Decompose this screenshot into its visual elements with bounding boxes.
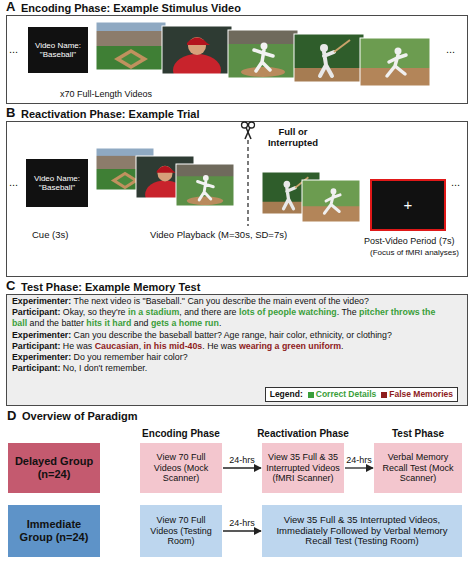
- false-memory: in his mid-40s: [144, 341, 203, 351]
- correct-detail: gets a home run: [151, 318, 219, 328]
- annotation-text: ...: [9, 43, 18, 56]
- cue-card: Video Name: "Baseball": [26, 159, 88, 207]
- dialogue-text: and: [134, 318, 149, 328]
- annotation-text: ...: [451, 176, 460, 189]
- annotation-text: Video Playback (M=30s, SD=7s): [150, 230, 287, 241]
- legend-text: False Memories: [389, 389, 453, 400]
- correct-detail: lots of people watching: [239, 307, 337, 317]
- legend-box: Legend: Correct Details False Memories: [265, 387, 458, 402]
- arrow-connector: [345, 467, 373, 468]
- card-text: Video Name: "Baseball": [31, 41, 85, 59]
- dialogue-text: and the batter: [30, 318, 84, 328]
- annotation-text: Cue (3s): [32, 230, 68, 241]
- phase-box: View 70 Full Videos (Testing Room): [140, 505, 222, 557]
- false-memory: wearing a green uniform: [239, 341, 341, 351]
- speaker-label: Experimenter:: [12, 296, 71, 306]
- edge-label: 24-hrs: [229, 518, 255, 529]
- edge-label: 24-hrs: [346, 455, 372, 466]
- column-header: Test Phase: [392, 428, 444, 440]
- phase-box: View 35 Full & 35 Interrupted Videos, Im…: [262, 505, 462, 557]
- dialogue-text: He was: [63, 341, 92, 351]
- speaker-label: Participant:: [12, 307, 60, 317]
- card-text: Video Name: "Baseball": [29, 174, 85, 192]
- dialogue-text: Can you describe the baseball batter? Ag…: [74, 330, 392, 340]
- legend-entry: Correct Details: [308, 389, 376, 400]
- box-text: View 70 Full Videos (Testing Room): [143, 515, 219, 546]
- panel-letter: C: [6, 279, 15, 293]
- dialogue-line: Experimenter:Can you describe the baseba…: [12, 330, 462, 341]
- panel-title: Test Phase: Example Memory Test: [21, 280, 200, 294]
- dialogue-text: , and there are: [179, 307, 236, 317]
- panel-box: A Encoding Phase: Example Stimulus VideoV…: [6, 1, 468, 104]
- box-text: Verbal Memory Recall Test (Mock Scanner): [377, 452, 459, 483]
- legend-text: Correct Details: [316, 389, 376, 400]
- legend-swatch: [308, 392, 314, 398]
- dialogue-transcript: Experimenter:The next video is "Baseball…: [12, 296, 462, 374]
- dialogue-text: .: [219, 318, 221, 328]
- group-box: Delayed Group (n=24): [8, 443, 100, 493]
- dialogue-text: ,: [139, 341, 141, 351]
- annotation-text: x70 Full-Length Videos: [60, 89, 152, 99]
- dialogue-text: . He was: [202, 341, 236, 351]
- dialogue-text: .: [341, 341, 343, 351]
- legend-swatch: [381, 392, 387, 398]
- phase-box: View 35 Full & 35 Interrupted Videos (fM…: [262, 443, 344, 493]
- dialogue-line: Experimenter:Do you remember hair color?: [12, 352, 462, 363]
- speaker-label: Participant:: [12, 363, 60, 373]
- arrow-connector: [223, 530, 261, 531]
- fixation-screen: +: [370, 179, 446, 231]
- panel-letter: B: [6, 106, 15, 120]
- dialogue-text: The next video is "Baseball." Can you de…: [74, 296, 369, 306]
- dialogue-line: Participant:He wasCaucasian,in his mid-4…: [12, 341, 462, 352]
- edge-label: 24-hrs: [229, 455, 255, 466]
- box-text: View 70 Full Videos (Mock Scanner): [143, 452, 219, 483]
- phase-box: View 70 Full Videos (Mock Scanner): [140, 443, 222, 493]
- cut-label: Full or Interrupted: [258, 127, 328, 149]
- panel-title: Reactivation Phase: Example Trial: [21, 107, 200, 121]
- box-text: View 35 Full & 35 Interrupted Videos, Im…: [265, 515, 459, 548]
- box-text: Delayed Group (n=24): [11, 455, 97, 480]
- speaker-label: Participant:: [12, 341, 60, 351]
- dialogue-text: Do you remember hair color?: [74, 352, 188, 362]
- column-header: Reactivation Phase: [257, 428, 349, 440]
- dialogue-line: Participant:No, I don't remember.: [12, 363, 462, 374]
- dialogue-text: . The: [337, 307, 357, 317]
- correct-detail: hits it hard: [86, 318, 131, 328]
- annotation-text: Overview of Paradigm: [22, 410, 138, 423]
- cue-card: Video Name: "Baseball": [28, 27, 88, 73]
- panel-title: Encoding Phase: Example Stimulus Video: [21, 1, 241, 15]
- correct-detail: in a stadium: [128, 307, 179, 317]
- speaker-label: Experimenter:: [12, 352, 71, 362]
- box-text: View 35 Full & 35 Interrupted Videos (fM…: [265, 452, 341, 483]
- legend-heading: Legend:: [270, 389, 303, 400]
- annotation-text: (Focus of fMRI analyses): [370, 248, 459, 257]
- arrow-connector: [223, 467, 261, 468]
- annotation-text: ...: [446, 43, 455, 56]
- panel-letter: A: [6, 0, 15, 14]
- column-header: Encoding Phase: [142, 428, 220, 440]
- dialogue-line: Experimenter:The next video is "Baseball…: [12, 296, 462, 307]
- annotation-text: ...: [9, 176, 18, 189]
- group-box: Immediate Group (n=24): [8, 505, 100, 557]
- phase-box: Verbal Memory Recall Test (Mock Scanner): [374, 443, 462, 493]
- dialogue-text: Okay, so they're: [63, 307, 126, 317]
- false-memory: Caucasian: [95, 341, 139, 351]
- dialogue-text: No, I don't remember.: [63, 363, 147, 373]
- dialogue-line: Participant:Okay, so they'rein a stadium…: [12, 307, 462, 329]
- card-text: +: [404, 196, 413, 213]
- annotation-text: Post-Video Period (7s): [364, 236, 454, 246]
- speaker-label: Experimenter:: [12, 330, 71, 340]
- legend-entry: False Memories: [381, 389, 453, 400]
- annotation-text: D: [7, 409, 16, 424]
- box-text: Immediate Group (n=24): [11, 518, 97, 543]
